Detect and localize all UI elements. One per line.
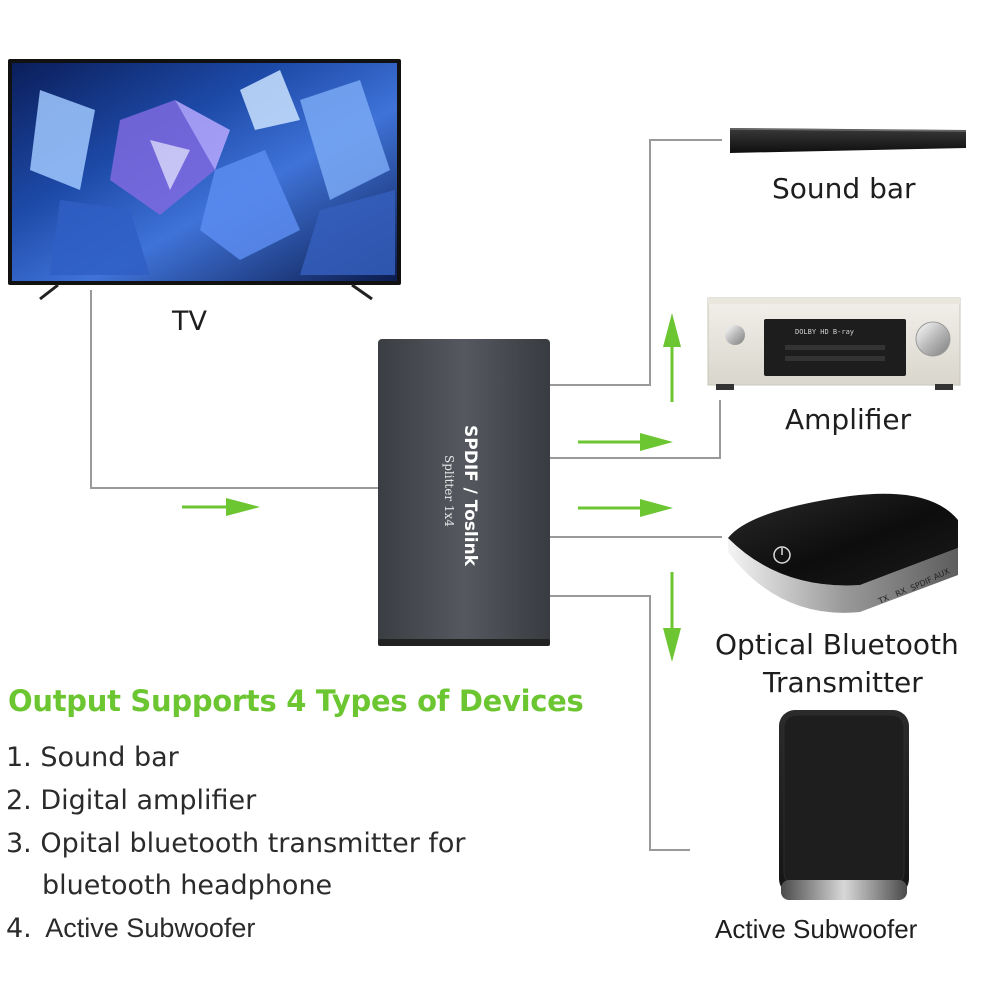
bt-transmitter-device: TX RX SPDIF AUX [728,494,958,613]
feature-item-4-text: Active Subwoofer [45,913,255,943]
tv [8,59,401,299]
soundbar-device [730,128,966,153]
amplifier-label: Amplifier [785,403,911,436]
bt-transmitter-label-line1: Optical Bluetooth [715,628,959,661]
amp-knob-left [725,325,745,345]
tv-label: TV [172,306,207,337]
bt-transmitter-label-line2: Transmitter [763,666,923,699]
splitter-box: SPDIF / Toslink Splitter 1x4 [378,339,550,646]
arrow-right-input [182,498,260,516]
splitter-brand-text: SPDIF / Toslink [460,425,480,567]
arrow-right-amplifier [578,433,673,451]
line-tv-to-splitter [91,290,378,488]
line-to-soundbar [550,140,722,385]
feature-item-3-cont: bluetooth headphone [42,870,332,901]
features-heading: Output Supports 4 Types of Devices [8,684,583,718]
splitter-model-text: Splitter 1x4 [442,455,456,527]
amp-knob-right [916,322,950,356]
feature-item-3: 3. Opital bluetooth transmitter for [6,828,466,859]
line-to-amplifier [550,400,720,458]
arrow-up-amplifier [663,313,681,402]
soundbar-label: Sound bar [772,172,916,205]
feature-item-4-number: 4. [6,913,32,944]
subwoofer-device [779,710,909,900]
amplifier-display-text: DOLBY HD B-ray [795,328,854,336]
subwoofer-label: Active Subwoofer [715,914,917,945]
feature-item-4: 4. Active Subwoofer [6,913,255,944]
tv-leg-left [40,285,58,299]
arrow-down-subwoofer [663,572,681,662]
amplifier-device: DOLBY HD B-ray [708,298,960,390]
feature-item-2: 2. Digital amplifier [6,785,256,816]
tv-leg-right [352,285,372,299]
feature-item-1: 1. Sound bar [6,742,179,773]
arrow-right-bt [578,499,673,517]
